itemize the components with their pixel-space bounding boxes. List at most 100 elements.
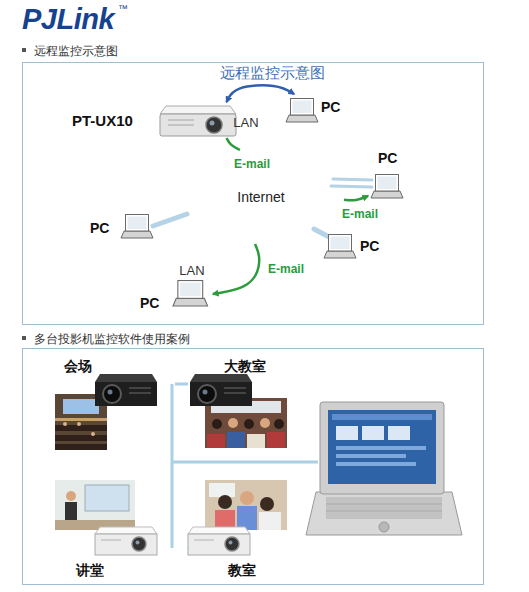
illustration-part <box>168 119 194 121</box>
model-name: PT-UX10 <box>72 112 245 130</box>
venue-name: 教室 <box>228 562 371 579</box>
connector <box>227 85 294 102</box>
illustration-part <box>247 434 265 448</box>
illustration-part <box>55 435 107 441</box>
illustration-part <box>55 418 107 421</box>
illustration-part <box>331 186 372 187</box>
illustration-part <box>210 121 215 126</box>
venue-node: 大教室 <box>188 356 327 450</box>
logo-title: PJLink <box>22 2 114 37</box>
edge-label-wrap: E-mail <box>266 262 306 276</box>
monitoring-laptop <box>306 402 462 535</box>
edge-label-wrap: E-mail <box>340 207 380 221</box>
illustration-part <box>237 506 257 530</box>
network-name: Internet <box>237 189 284 206</box>
network-name: LAN <box>233 115 258 131</box>
illustration-part <box>326 511 442 512</box>
lecture-photo <box>55 480 135 530</box>
illustration-part <box>160 114 236 136</box>
illustration-part <box>326 497 442 519</box>
illustration-part <box>91 432 95 436</box>
pc-node: PC <box>138 278 213 312</box>
illustration-part <box>260 497 274 511</box>
illustration-part <box>362 426 384 440</box>
laptop-icon <box>324 235 356 259</box>
illustration-part <box>55 444 107 450</box>
pc-label: PC <box>90 220 161 237</box>
illustration-part <box>205 480 287 530</box>
pc-node: PC <box>322 230 425 264</box>
black-projector <box>190 374 252 406</box>
connector <box>187 546 188 549</box>
illustration-part <box>207 434 225 448</box>
illustration-part <box>160 106 236 114</box>
section-panel: 多台投影机监控软件使用案例会场大教室讲堂教室 <box>22 348 484 585</box>
illustration-part <box>63 399 99 414</box>
projector-node: PT-UX10 <box>70 102 243 138</box>
illustration-part <box>259 512 281 530</box>
class-photo <box>205 480 287 530</box>
pc-node: PC <box>368 150 421 204</box>
venue-node: 讲堂 <box>52 478 187 580</box>
ring-outline <box>196 104 296 142</box>
illustration-part <box>55 480 135 530</box>
venue-name: 讲堂 <box>76 562 211 579</box>
illustration-part <box>171 384 174 548</box>
illustration-part <box>206 117 222 133</box>
section-heading: 多台投影机监控软件使用案例 <box>34 332 494 346</box>
trademark-mark: ™ <box>118 3 128 15</box>
diagram-heading: 远程监控示意图 <box>220 64 325 82</box>
pc-node: PC <box>284 94 384 130</box>
lan-ring: LAN <box>192 100 300 146</box>
illustration-part <box>77 422 81 426</box>
illustration-part <box>218 495 232 509</box>
section-heading: 远程监控示意图 <box>34 44 494 58</box>
pc-label: PC <box>140 295 215 312</box>
illustration-part <box>336 462 416 466</box>
bullet <box>22 48 26 52</box>
section-panel: 远程监控示意图PT-UX10LANPCInternetPCPCPCLANPC <box>22 62 484 325</box>
white-projector <box>188 527 250 555</box>
edge-label: E-mail <box>266 262 306 276</box>
illustration-part <box>65 502 77 522</box>
pc-label: PC <box>378 150 431 167</box>
laptop-icon <box>371 175 403 199</box>
ring-outline <box>183 155 339 239</box>
illustration-part <box>260 418 270 428</box>
venue-name: 大教室 <box>224 358 363 375</box>
laptop-icon <box>173 281 208 306</box>
connector <box>175 383 188 386</box>
laptop-icon <box>286 99 318 123</box>
illustration-part <box>244 419 254 429</box>
illustration-part <box>267 432 285 448</box>
illustration-part <box>227 432 245 448</box>
illustration-part <box>320 402 444 494</box>
illustration-part <box>212 419 222 429</box>
network-name: LAN <box>179 263 204 279</box>
connector <box>344 196 368 200</box>
venue-name: 会场 <box>64 358 187 375</box>
edge-label: E-mail <box>340 207 380 221</box>
illustration-part <box>333 179 372 180</box>
pc-label: PC <box>321 99 421 116</box>
illustration-part <box>66 491 76 501</box>
illustration-part <box>332 414 432 420</box>
illustration-part <box>388 426 410 440</box>
venue-node: 教室 <box>188 478 331 580</box>
bullet <box>22 336 26 340</box>
illustration-part <box>306 492 462 535</box>
illustration-part <box>336 426 358 440</box>
illustration-part <box>274 419 284 429</box>
illustration-part <box>240 491 254 505</box>
venue-node: 会场 <box>52 356 175 452</box>
illustration-part <box>228 418 238 428</box>
illustration-part <box>328 410 436 484</box>
label-wrap: ™ <box>118 3 128 15</box>
connector <box>227 138 240 150</box>
label-wrap: 远程监控示意图 <box>220 64 325 82</box>
edge-label: E-mail <box>232 157 272 171</box>
lan-ring: LAN <box>138 246 246 296</box>
